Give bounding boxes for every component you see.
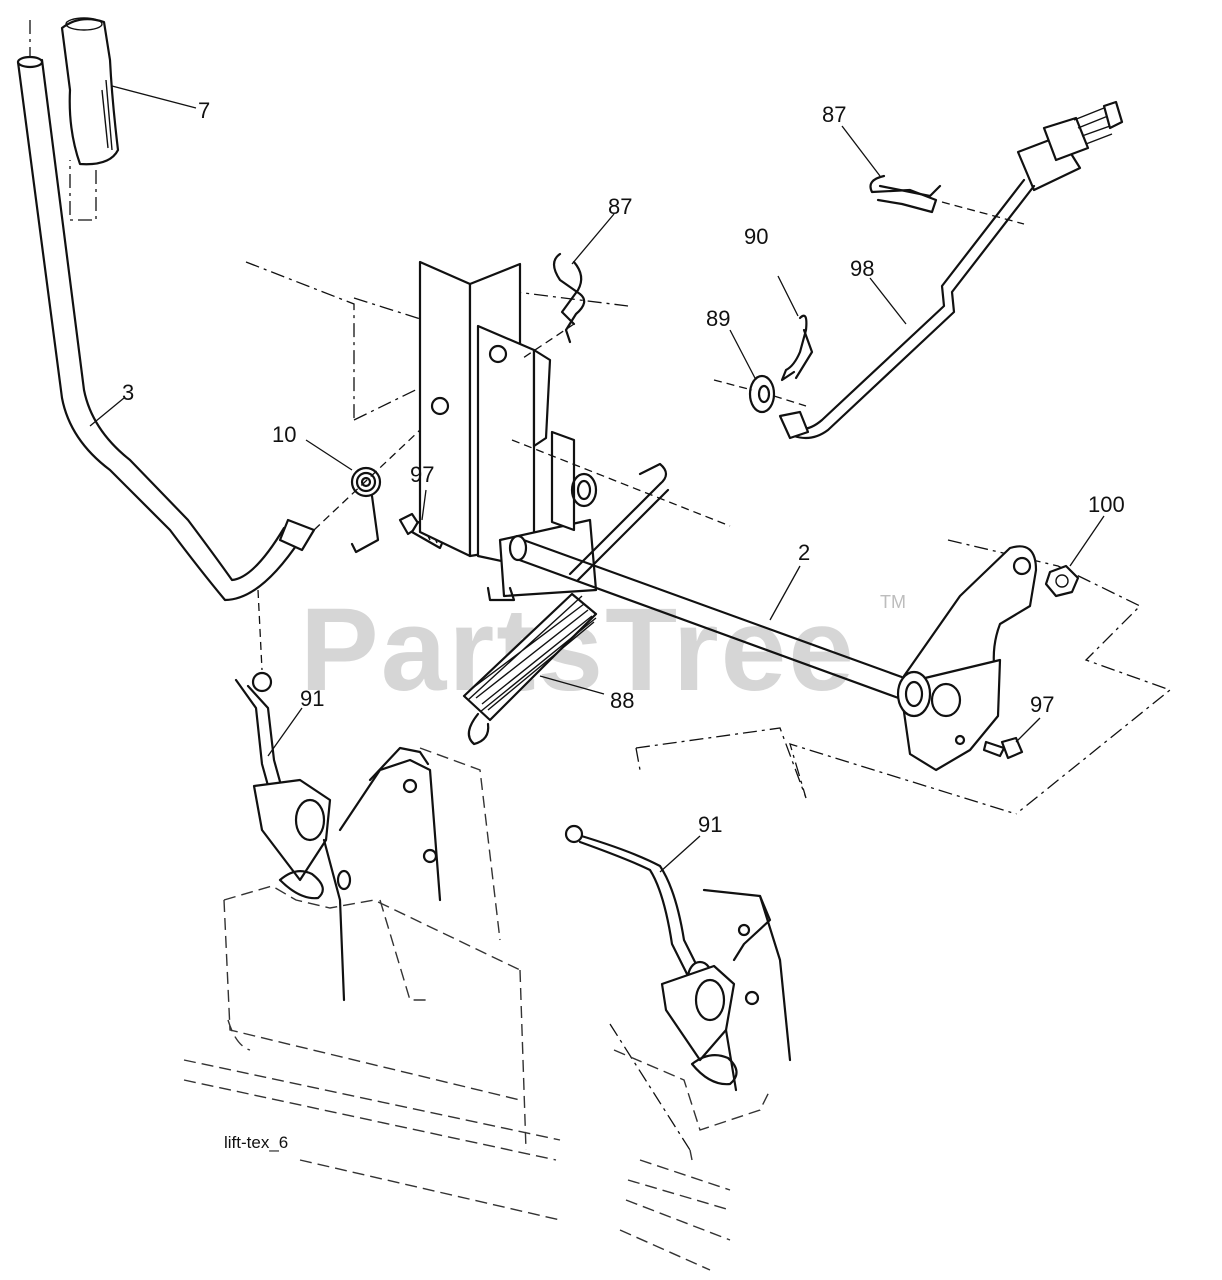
callout-98: 98 bbox=[850, 256, 874, 281]
part-grip bbox=[29, 17, 120, 221]
part-lift-arm-right bbox=[635, 539, 1172, 815]
part-hair-pin-clip-right bbox=[869, 174, 1025, 225]
part-extension-spring bbox=[462, 592, 598, 746]
part-wire-rod bbox=[568, 462, 670, 582]
callout-100: 100 bbox=[1088, 492, 1125, 517]
callout-91-left: 91 bbox=[300, 686, 324, 711]
part-deck-bracket-right bbox=[660, 888, 792, 1092]
part-cotter-pin bbox=[780, 314, 814, 382]
leader-lines bbox=[89, 85, 1105, 873]
part-deck-bracket-left bbox=[252, 746, 442, 1002]
callout-3: 3 bbox=[122, 380, 134, 405]
callout-89: 89 bbox=[706, 306, 730, 331]
part-bolt-right bbox=[982, 736, 1024, 760]
diagram-caption: lift-tex_6 bbox=[224, 1133, 288, 1152]
callout-97-left: 97 bbox=[410, 462, 434, 487]
callout-87-right: 87 bbox=[822, 102, 846, 127]
callout-10: 10 bbox=[272, 422, 296, 447]
callout-88: 88 bbox=[610, 688, 634, 713]
part-lift-link-right bbox=[564, 824, 714, 996]
callout-90: 90 bbox=[744, 224, 768, 249]
callout-7: 7 bbox=[198, 98, 210, 123]
part-hair-pin-clip-center bbox=[519, 252, 586, 361]
callout-87-center: 87 bbox=[608, 194, 632, 219]
deck-outline-left bbox=[183, 747, 561, 1221]
callout-91-right: 91 bbox=[698, 812, 722, 837]
watermark-trademark: TM bbox=[880, 592, 906, 612]
callout-97-right: 97 bbox=[1030, 692, 1054, 717]
deck-outline-right bbox=[609, 1023, 771, 1271]
part-adjustment-rod bbox=[778, 100, 1124, 440]
part-lift-lever bbox=[16, 55, 421, 671]
callout-2: 2 bbox=[798, 540, 810, 565]
callout-labels: 7 3 10 97 87 87 90 89 98 2 100 88 97 91 … bbox=[122, 98, 1125, 837]
part-torsion-spring bbox=[350, 466, 382, 554]
part-washer bbox=[713, 374, 807, 414]
part-nut-right bbox=[1044, 564, 1080, 598]
